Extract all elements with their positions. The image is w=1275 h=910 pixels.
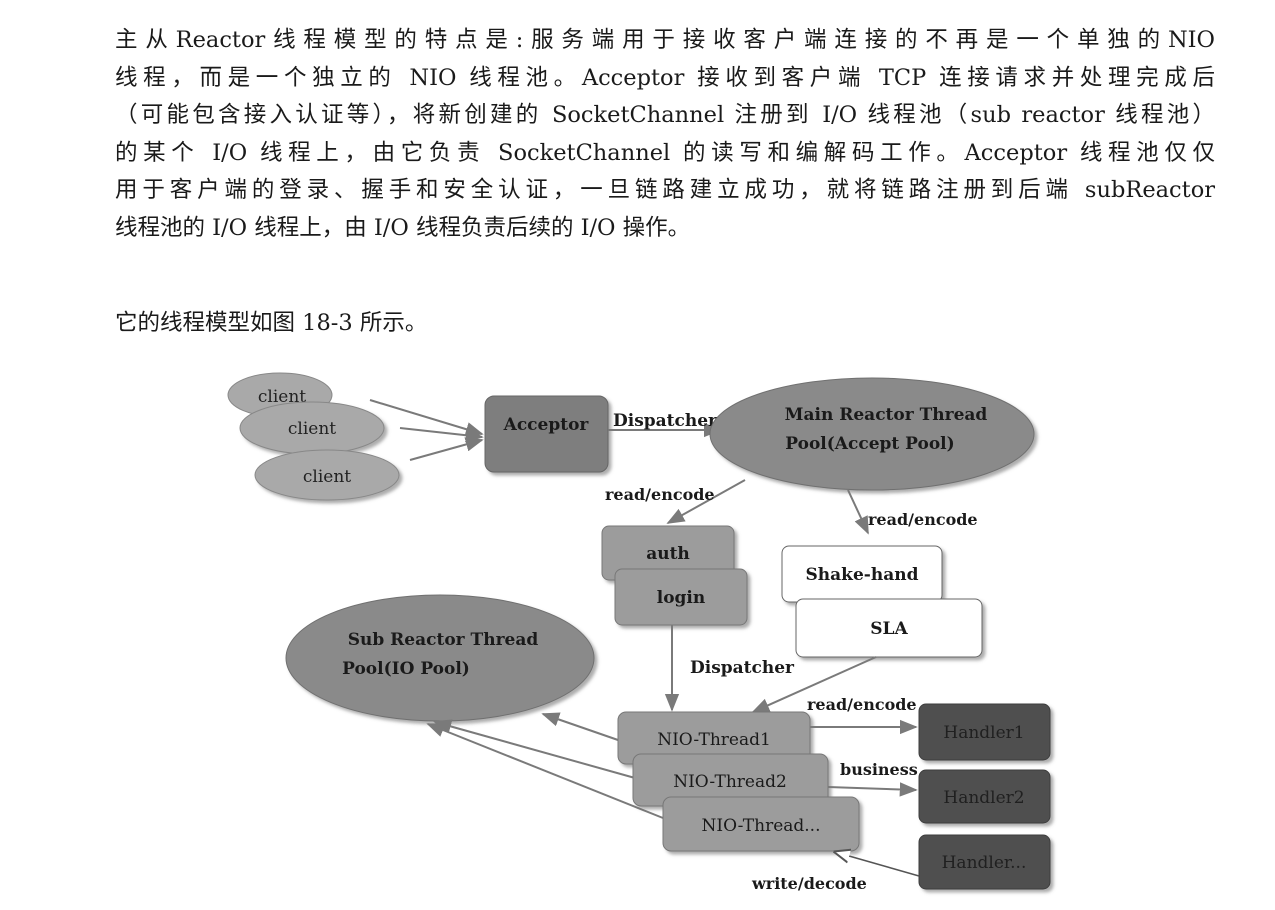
read-encode-arrow-left xyxy=(666,479,746,524)
business-arrow xyxy=(827,782,918,797)
handler-box: Handler2 xyxy=(918,769,1051,824)
svg-text:SLA: SLA xyxy=(870,619,908,639)
svg-text:login: login xyxy=(657,588,706,608)
svg-text:Pool(IO Pool): Pool(IO Pool) xyxy=(342,659,470,679)
text-line: 的某个 I/O 线程上，由它负责 SocketChannel 的读写和编解码工作… xyxy=(115,139,1215,166)
svg-text:Handler2: Handler2 xyxy=(943,788,1024,808)
svg-text:auth: auth xyxy=(646,544,690,564)
nio-thread-box: NIO-Thread2 xyxy=(632,753,829,807)
read-encode-label: read/encode xyxy=(868,510,978,529)
svg-text:NIO-Thread1: NIO-Thread1 xyxy=(657,730,771,750)
dispatcher-label: Dispatcher xyxy=(690,658,795,678)
text-line: 线程，而是一个独立的 NIO 线程池。Acceptor 接收到客户端 TCP 连… xyxy=(115,64,1215,91)
client-node: client xyxy=(254,449,400,501)
svg-text:Main Reactor Thread: Main Reactor Thread xyxy=(785,405,988,425)
sub-reactor-pool: Sub Reactor Thread Pool(IO Pool) xyxy=(285,594,595,722)
text-line: 用于客户端的登录、握手和安全认证，一旦链路建立成功，就将链路注册到后端 subR… xyxy=(115,177,1215,203)
svg-text:Sub Reactor Thread: Sub Reactor Thread xyxy=(348,630,539,650)
svg-text:client: client xyxy=(303,467,351,487)
main-reactor-pool: Main Reactor Thread Pool(Accept Pool) xyxy=(709,377,1035,491)
shake-hand-box: Shake-hand xyxy=(781,545,943,603)
text-line: （可能包含接入认证等），将新创建的 SocketChannel 注册到 I/O … xyxy=(115,102,1215,128)
svg-text:Acceptor: Acceptor xyxy=(503,415,590,435)
client-arrows xyxy=(369,399,484,461)
svg-text:Handler1: Handler1 xyxy=(943,723,1024,743)
text-line: 主从Reactor线程模型的特点是:服务端用于接收客户端连接的不再是一个单独的N… xyxy=(115,27,1215,53)
read-encode-label: read/encode xyxy=(807,695,917,714)
write-decode-label: write/decode xyxy=(751,874,867,893)
nio-thread-box: NIO-Thread... xyxy=(662,796,860,852)
handler-box: Handler1 xyxy=(918,703,1051,761)
intro-paragraph: 主从Reactor线程模型的特点是:服务端用于接收客户端连接的不再是一个单独的N… xyxy=(70,22,1215,247)
svg-text:NIO-Thread2: NIO-Thread2 xyxy=(673,772,787,792)
nio-to-sub-reactor-arrows xyxy=(426,712,664,819)
svg-text:client: client xyxy=(258,387,306,407)
client-node: client xyxy=(239,401,385,455)
figure-reference-paragraph: 它的线程模型如图 18-3 所示。 xyxy=(115,310,428,336)
dispatcher-label: Dispatcher xyxy=(613,411,718,431)
sla-box: SLA xyxy=(795,598,983,658)
svg-text:Pool(Accept Pool): Pool(Accept Pool) xyxy=(785,434,954,454)
svg-text:Shake-hand: Shake-hand xyxy=(806,565,919,585)
text-line: 线程池的 I/O 线程上，由 I/O 线程负责后续的 I/O 操作。 xyxy=(115,214,691,241)
business-label: business xyxy=(840,760,918,779)
auth-box: auth xyxy=(601,525,735,581)
thread-model-diagram: client client client Acceptor Dispatcher… xyxy=(227,372,1051,893)
handler-box: Handler... xyxy=(918,834,1051,890)
svg-text:Handler...: Handler... xyxy=(942,853,1027,873)
svg-text:NIO-Thread...: NIO-Thread... xyxy=(702,816,821,836)
acceptor-box: Acceptor xyxy=(484,395,609,473)
svg-text:client: client xyxy=(288,419,336,439)
login-box: login xyxy=(614,568,748,626)
read-encode-arrow-right xyxy=(847,489,869,535)
read-encode-label: read/encode xyxy=(605,485,715,504)
sla-to-nio-arrow xyxy=(751,656,877,713)
write-decode-arrow xyxy=(835,852,920,877)
